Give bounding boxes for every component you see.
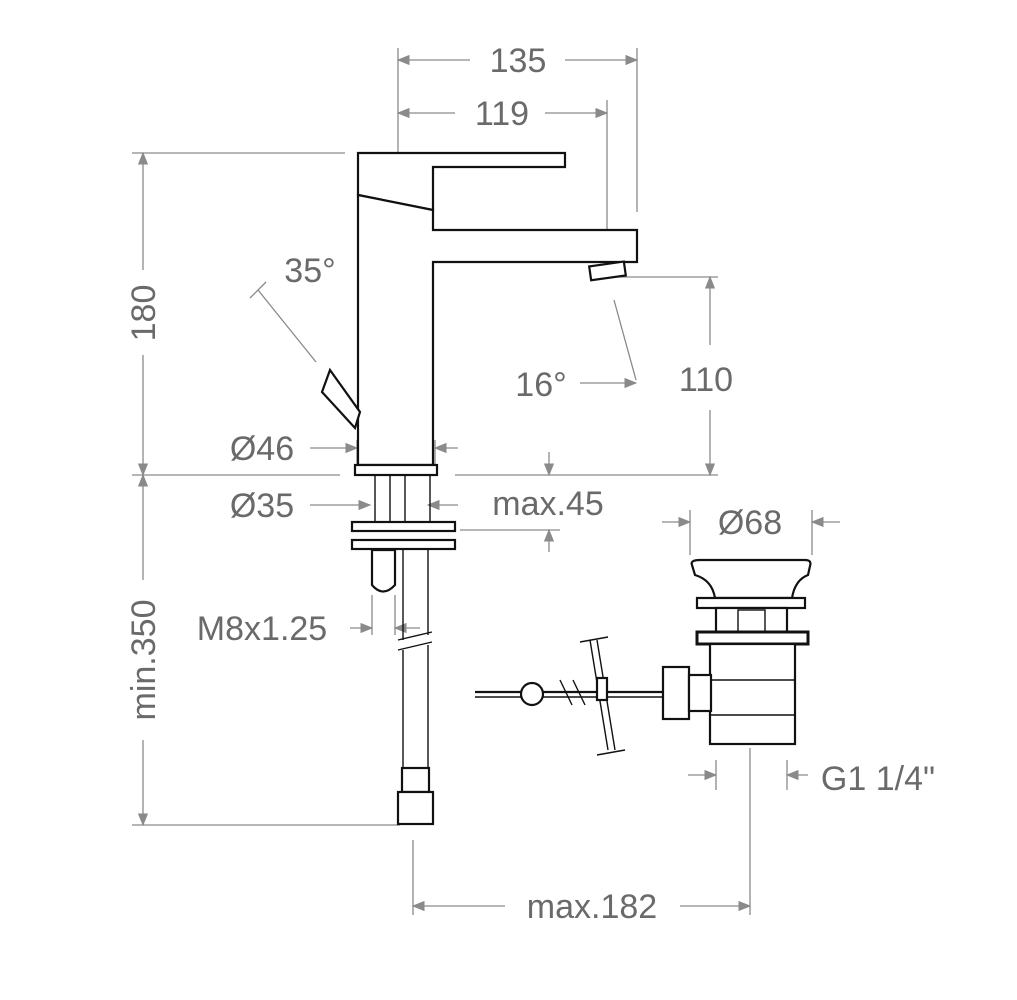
label-stud-thread: M8x1.25 — [197, 610, 327, 648]
label-lever-angle: 35° — [284, 252, 335, 290]
label-width-total: 135 — [490, 42, 547, 80]
dimension-labels: 135 119 180 35° 16° 110 Ø46 Ø35 max.45 M… — [125, 42, 935, 926]
label-max-rod: max.182 — [527, 888, 657, 926]
faucet-body — [320, 151, 639, 826]
label-height: 180 — [125, 285, 163, 342]
label-mount-diameter: Ø35 — [230, 487, 294, 525]
label-max-deck: max.45 — [492, 485, 604, 523]
pop-up-waste — [475, 558, 812, 756]
dimension-lines — [132, 48, 840, 915]
label-spout-reach: 119 — [475, 95, 529, 133]
label-min-hose: min.350 — [125, 600, 163, 721]
label-waste-thread: G1 1/4" — [821, 760, 935, 798]
label-body-diameter: Ø46 — [230, 430, 294, 468]
label-spout-angle: 16° — [515, 366, 566, 404]
label-waste-diameter: Ø68 — [718, 504, 782, 542]
label-spout-height: 110 — [679, 361, 733, 399]
